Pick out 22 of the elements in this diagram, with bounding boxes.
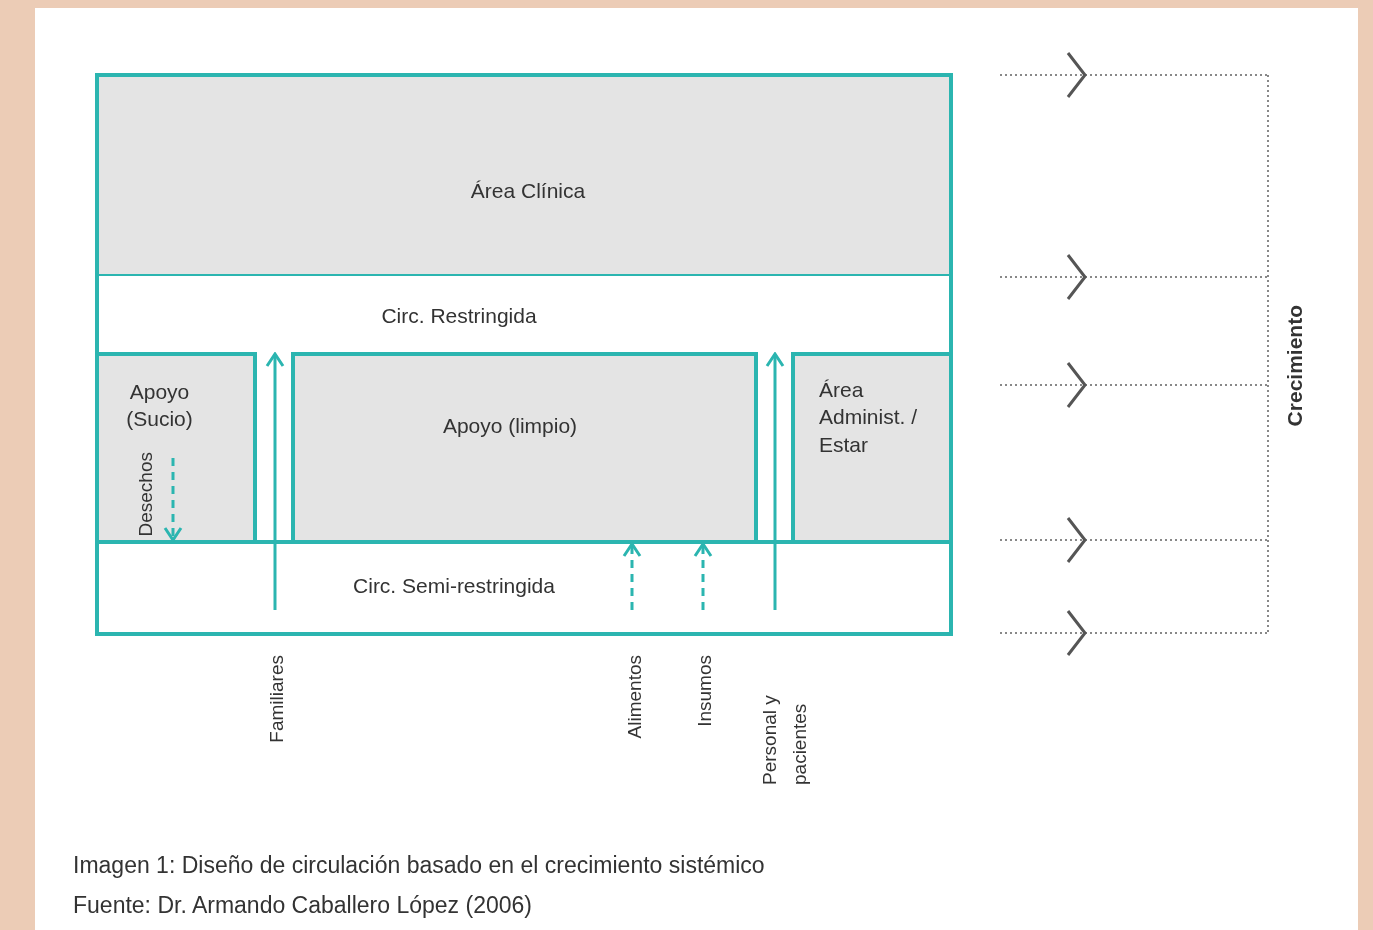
- arrow: [265, 352, 285, 610]
- area-label: Área Administ. / Estar: [819, 377, 919, 458]
- area-label: Área Clínica: [469, 178, 587, 204]
- edge-label: Personal y pacientes: [757, 694, 811, 785]
- edge-label: Alimentos: [623, 655, 646, 739]
- area-label: Apoyo (Sucio): [125, 379, 194, 433]
- corridor-band: [95, 276, 953, 354]
- dashed-arrow: [693, 542, 713, 610]
- corridor-band: [95, 540, 953, 636]
- arrow: [765, 352, 785, 610]
- caption: Imagen 1: Diseño de circulación basado en el crecimiento sistémico: [73, 852, 765, 879]
- dashed-arrow: [622, 542, 642, 610]
- dashed-arrow: [163, 458, 183, 542]
- source-note: Fuente: Dr. Armando Caballero López (2006): [73, 892, 532, 919]
- axis-label: Crecimiento: [1282, 304, 1307, 426]
- edge-label: Familiares: [265, 655, 288, 743]
- clinical-area: [95, 73, 953, 278]
- area-label: Circ. Restringida: [380, 303, 538, 329]
- edge-label: Insumos: [693, 655, 716, 727]
- area-label: Circ. Semi-restringida: [352, 573, 556, 599]
- area-label: Apoyo (limpio): [441, 413, 579, 439]
- edge-label: Desechos: [134, 452, 157, 537]
